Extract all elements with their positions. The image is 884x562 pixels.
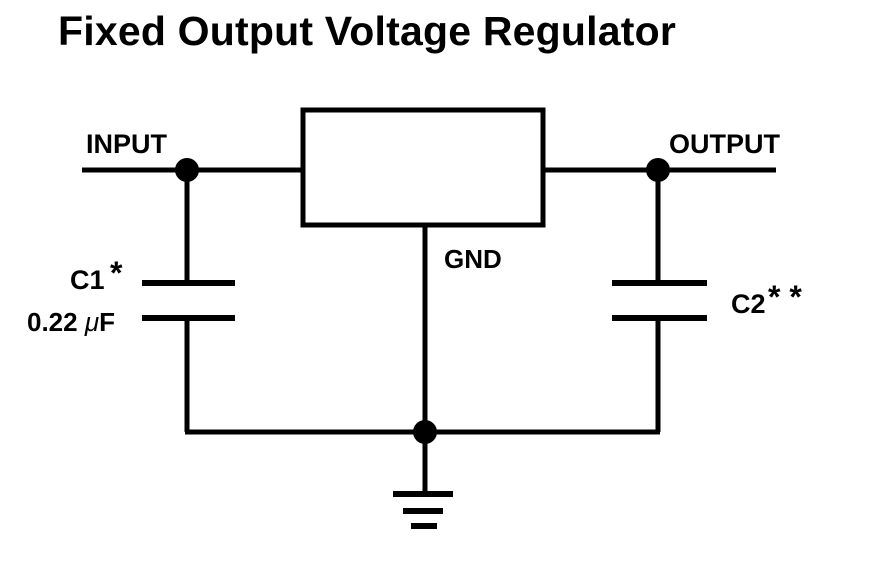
c2-name-label: C2 [731,289,766,319]
c1-asterisk: * [110,255,123,291]
junction-ground [413,420,437,444]
ground-symbol-icon [393,491,453,529]
c1-name-label: C1 [70,265,105,295]
junction-output [646,158,670,182]
regulator-block [300,107,546,228]
junction-input [175,158,199,182]
input-label: INPUT [86,129,168,159]
c1-value-label: 0.22 μF [27,307,115,337]
c2-asterisks: * * [768,279,802,315]
diagram-title: Fixed Output Voltage Regulator [58,8,676,54]
gnd-label: GND [444,244,502,274]
output-label: OUTPUT [669,129,781,159]
